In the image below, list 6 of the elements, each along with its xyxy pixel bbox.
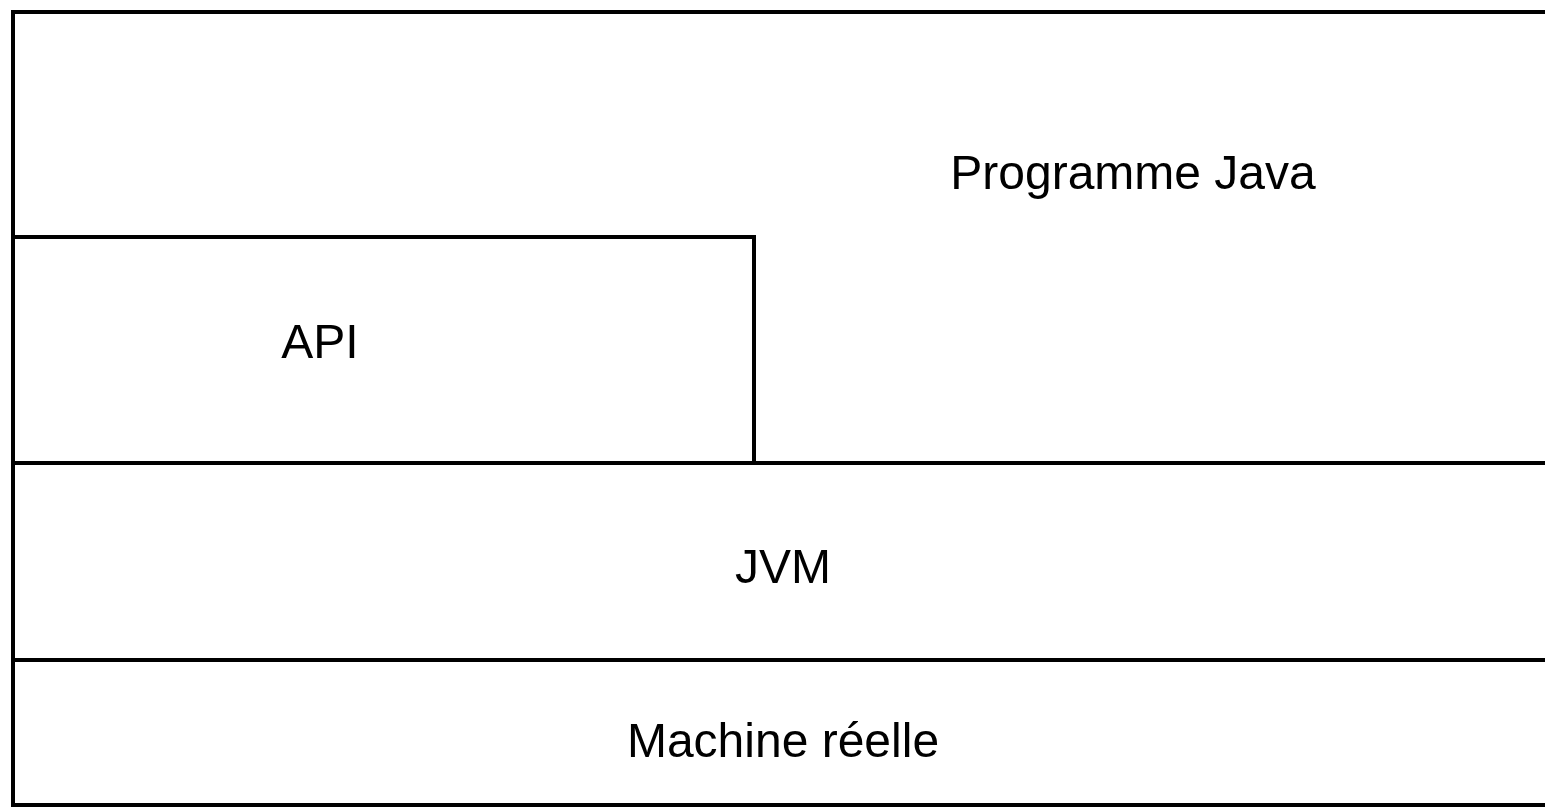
layer-label: Programme Java: [950, 144, 1316, 200]
layer-box: [13, 12, 1545, 463]
layer-label: JVM: [735, 538, 831, 594]
layer-box: [13, 660, 1545, 805]
layer-label: API: [281, 313, 359, 369]
layer-label: Machine réelle: [626, 712, 940, 768]
